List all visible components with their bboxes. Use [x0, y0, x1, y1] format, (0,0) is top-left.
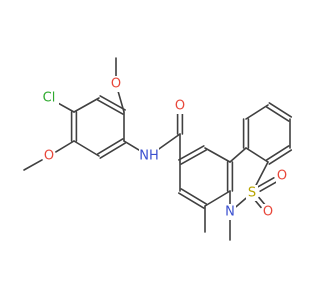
bond-nh-cam	[154, 133, 181, 153]
bond-d3-d4	[265, 106, 290, 122]
bond-a4-a5	[99, 142, 127, 159]
bond-o_ome_bottom-me_ob	[23, 159, 43, 171]
atom-bg-n_ring	[224, 204, 236, 220]
bond-a2-a3	[99, 95, 126, 111]
bond-b3-b4	[180, 188, 208, 205]
bond-s-o_s1	[256, 177, 275, 188]
bond-b1-b2	[178, 145, 205, 161]
atom-label-o_s1: O	[277, 169, 287, 184]
atom-bg-o_ome_bottom	[43, 148, 55, 164]
bond-a1-a2	[73, 97, 100, 113]
atom-label-s: S	[248, 186, 256, 201]
bond-d3-d4	[268, 102, 293, 118]
atom-label-o_s2: O	[263, 205, 273, 220]
atom-bg-cl	[39, 90, 59, 106]
bond-n_ring-s	[235, 197, 247, 208]
atom-bg-o_amide	[174, 98, 186, 114]
atom-bg-o_s2	[262, 204, 274, 220]
bond-s-o_s2	[258, 196, 266, 206]
bond-a2-a3	[97, 99, 124, 115]
atom-bg-o_s1	[276, 168, 288, 184]
bond-b6-d1	[229, 147, 247, 163]
bond-d5-d6	[268, 149, 293, 165]
atom-label-nh: NH	[139, 149, 159, 164]
bond-a5-a6	[73, 140, 100, 157]
bond-b4-b5	[204, 190, 231, 207]
atom-label-o_ome_bottom: O	[44, 149, 54, 164]
bond-b3-b4	[177, 192, 205, 209]
bond-s-o_s1	[259, 181, 278, 192]
atom-label-cl: Cl	[43, 91, 56, 106]
atom-bg-o_ome_top	[110, 76, 122, 92]
bond-b6-b1	[204, 147, 231, 163]
bond-s-d6	[254, 161, 269, 187]
bond-layer	[23, 57, 293, 241]
bond-a3-o_ome_top	[117, 90, 125, 113]
atom-bg-s	[246, 185, 258, 201]
bond-a6-o_ome_bottom	[55, 140, 75, 153]
atom-label-o_ome_top: O	[111, 77, 121, 92]
bond-a4-a5	[96, 138, 124, 155]
atom-label-n_ring: N	[225, 205, 235, 220]
atom-bg-nh	[139, 148, 159, 164]
bond-b1-b2	[180, 149, 207, 165]
bond-d2-d3	[245, 104, 269, 120]
bond-d6-d1	[245, 147, 269, 163]
atom-label-o_amide: O	[175, 99, 185, 114]
bond-s-o_s2	[254, 199, 262, 209]
bond-d5-d6	[265, 145, 290, 161]
